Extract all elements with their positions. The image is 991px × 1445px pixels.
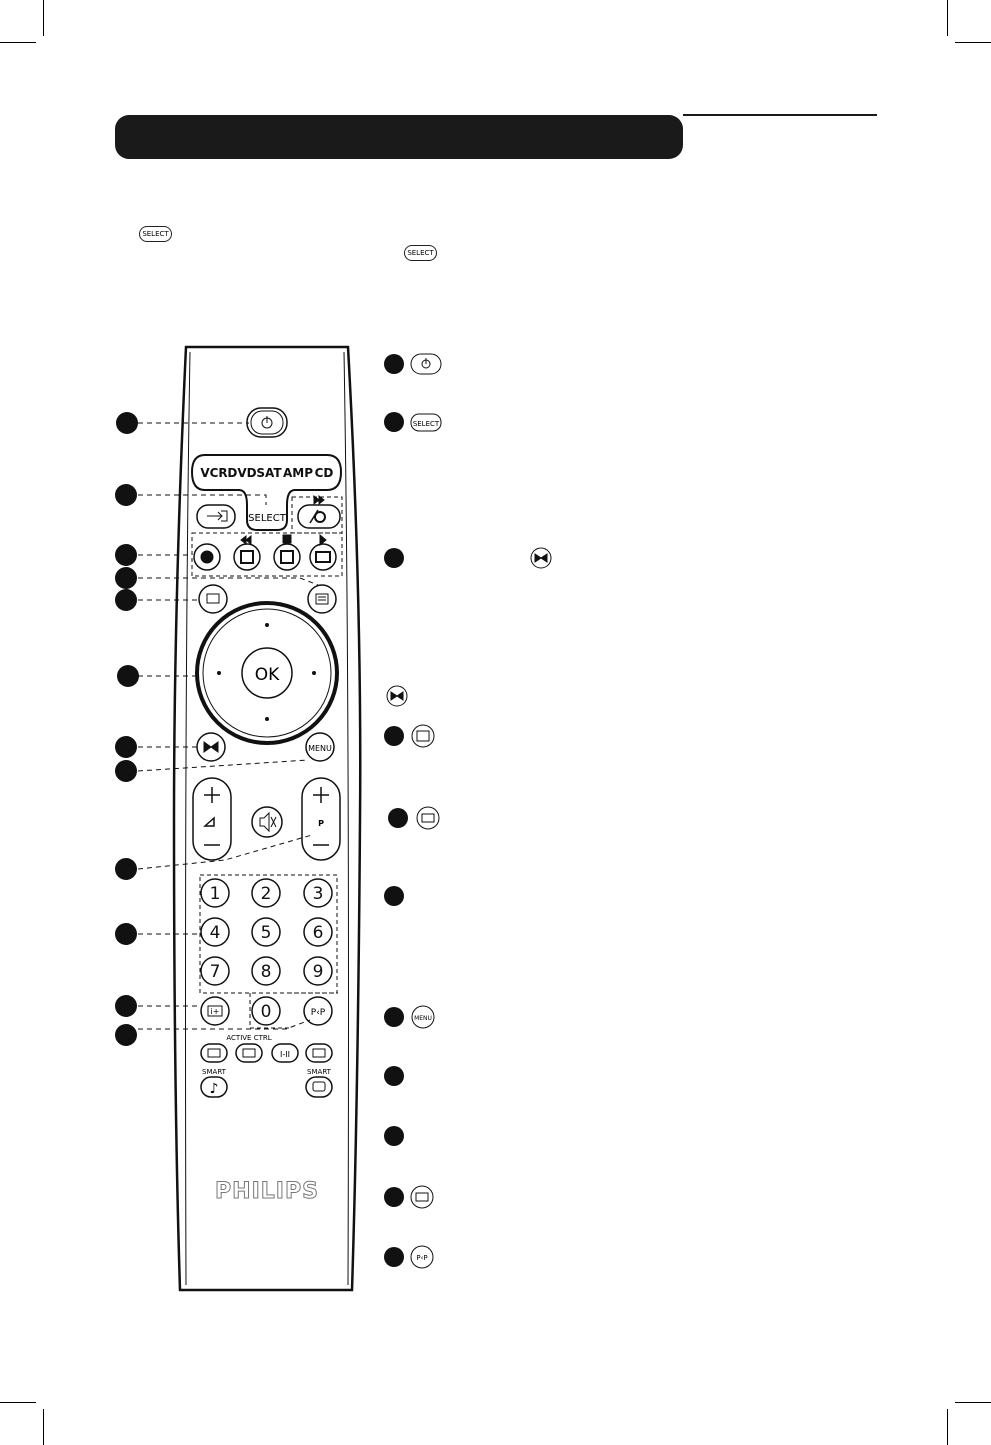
smart-picture-button: [305, 1076, 333, 1098]
stop-button: [273, 543, 301, 571]
select-button[interactable]: SELECT: [248, 513, 287, 524]
legend-info-plus-icon: [410, 1185, 434, 1209]
amp-key[interactable]: AMP: [283, 466, 313, 480]
legend-info-icon: [416, 806, 440, 830]
digit-0[interactable]: 0: [261, 1002, 272, 1022]
pip-label: P‹P: [311, 1008, 326, 1018]
crop-mark: [0, 1402, 36, 1403]
legend-pip-label: P‹P: [416, 1254, 427, 1262]
legend-select-icon: [410, 413, 442, 432]
format-button: [305, 1043, 333, 1063]
digit-9[interactable]: 9: [313, 962, 324, 982]
remote-body: [172, 345, 362, 1292]
legend-power-icon: [410, 353, 442, 375]
navigation-ring: [195, 601, 339, 745]
play-button: [309, 543, 337, 571]
legend-pip-icon: [410, 1245, 434, 1269]
legend-select-label: SELECT: [413, 420, 440, 428]
callout-markers: [115, 412, 139, 1046]
pixel-plus-button: [297, 504, 341, 529]
menu-label: MENU: [308, 744, 332, 753]
dual-label: I-II: [280, 1050, 290, 1059]
callout-lines: [137, 422, 319, 1030]
digit-6[interactable]: 6: [313, 923, 324, 943]
legend-pixel-plus-icon: [386, 685, 408, 707]
program-rocker: [301, 777, 341, 861]
smart-sound-button: [200, 1076, 228, 1098]
digit-buttons: [200, 878, 333, 1026]
active-control-button: [235, 1043, 263, 1063]
smart-sound-label: SMART: [202, 1068, 227, 1076]
header-rule: [683, 114, 877, 116]
legend-pixel-plus-icon: [530, 547, 552, 569]
legend-menu-icon: [411, 1005, 435, 1029]
digit-7[interactable]: 7: [210, 962, 221, 982]
pip-button: [303, 996, 333, 1026]
cd-key[interactable]: CD: [315, 466, 334, 480]
legend-markers: [384, 354, 408, 1267]
ok-button: [241, 647, 293, 699]
active-ctrl-label: ACTIVE CTRL: [226, 1034, 271, 1042]
crop-mark: [43, 1409, 44, 1445]
mute-button: [251, 806, 283, 838]
select-icon: SELECT: [404, 245, 437, 261]
digit-8[interactable]: 8: [261, 962, 272, 982]
ok-label: OK: [255, 665, 280, 685]
bowtie-icon: [203, 741, 219, 753]
crop-mark: [947, 1409, 948, 1445]
source-select-bar: [190, 454, 343, 531]
info-plus-button: [200, 996, 230, 1026]
mute-icon: [259, 811, 277, 833]
crop-mark: [947, 0, 948, 36]
teletext-button: [307, 584, 337, 614]
legend-menu-label: MENU: [414, 1015, 432, 1022]
philips-logo: PHILIPS: [215, 1179, 319, 1204]
vcr-key[interactable]: VCR: [200, 466, 227, 480]
program-label: P: [318, 819, 324, 828]
info-button: [198, 584, 228, 614]
split-screen-button: [200, 1043, 228, 1063]
music-note-icon: ♪: [210, 1081, 219, 1097]
menu-button: [305, 732, 335, 762]
legend-teletext-icon: [411, 724, 435, 748]
smart-picture-label: SMART: [307, 1068, 332, 1076]
rewind-button: [233, 543, 261, 571]
sat-key[interactable]: SAT: [256, 466, 282, 480]
dual-sound-button: [271, 1043, 299, 1063]
dvd-key[interactable]: DVD: [227, 466, 256, 480]
record-button: [193, 543, 221, 571]
select-icon: SELECT: [139, 226, 172, 242]
info-plus-label: i+: [211, 1007, 220, 1016]
input-icon: [207, 510, 228, 522]
digit-2[interactable]: 2: [261, 884, 272, 904]
volume-rocker: [192, 777, 232, 861]
digit-3[interactable]: 3: [313, 884, 324, 904]
crop-mark: [43, 0, 44, 36]
crop-mark: [0, 42, 36, 43]
section-header-bar: [115, 115, 683, 159]
crop-mark: [955, 42, 991, 43]
crop-mark: [955, 1402, 991, 1403]
digit-1[interactable]: 1: [210, 884, 221, 904]
digit-5[interactable]: 5: [261, 923, 272, 943]
digit-4[interactable]: 4: [210, 923, 221, 943]
source-icon-button: [196, 504, 236, 529]
